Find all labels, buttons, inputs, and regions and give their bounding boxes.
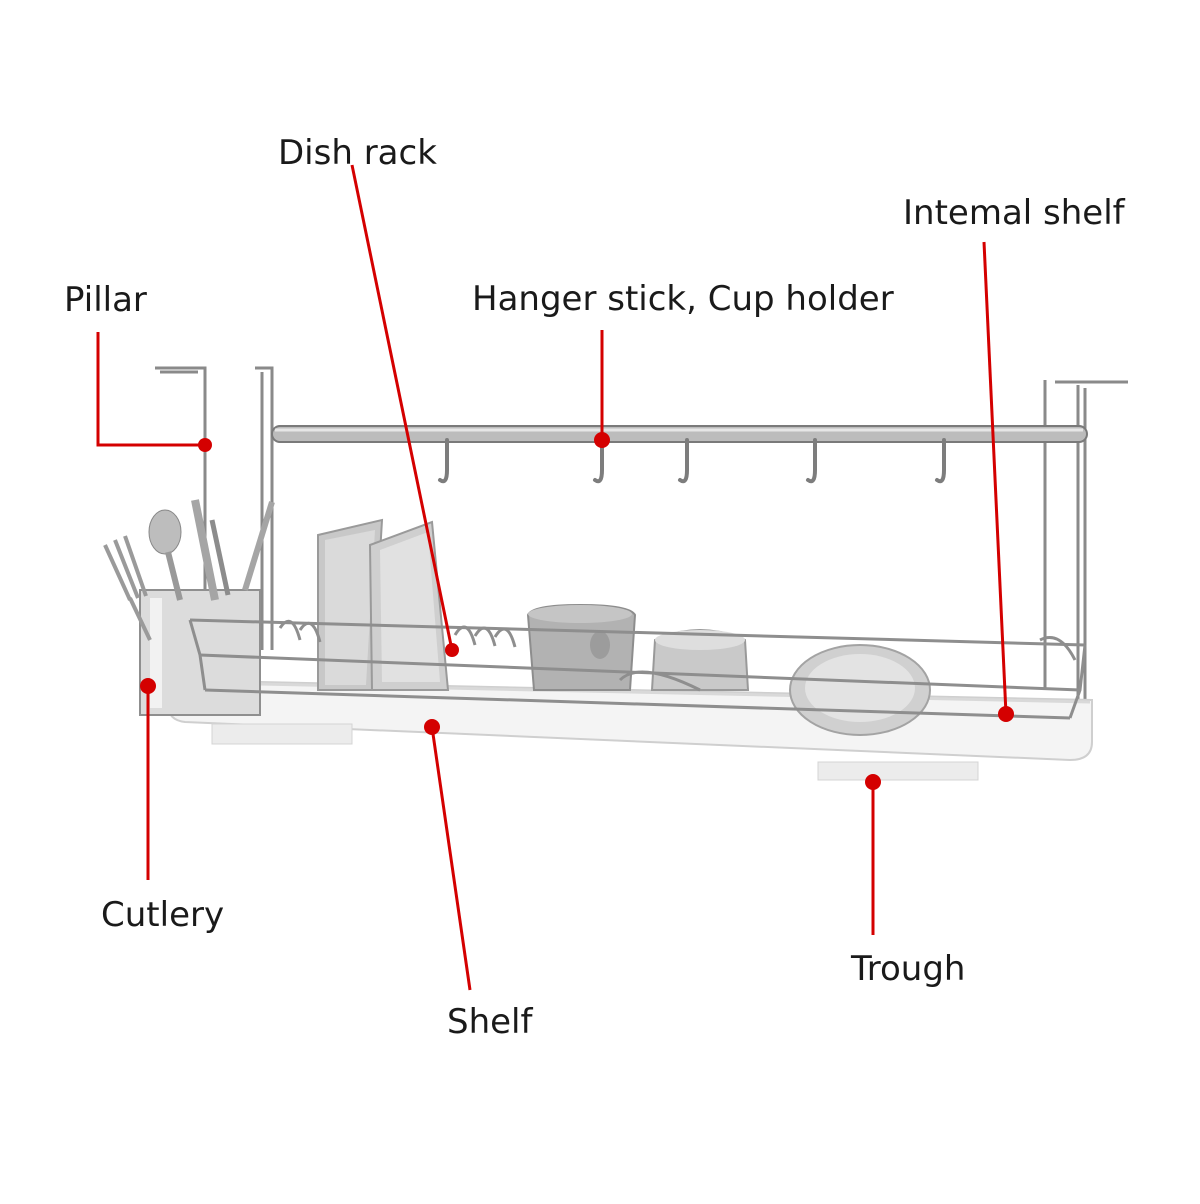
label-hanger-stick: Hanger stick, Cup holder [472, 279, 894, 319]
pillar-callout [96, 332, 212, 452]
label-shelf: Shelf [447, 1002, 533, 1042]
internal-shelf-callout [982, 241, 1014, 722]
label-cutlery: Cutlery [101, 895, 225, 935]
bowl [650, 629, 750, 691]
label-pillar: Pillar [64, 280, 147, 320]
tray [166, 678, 1093, 781]
callouts [96, 164, 1014, 991]
plates [317, 518, 450, 691]
hanger-stick-callout [594, 330, 610, 448]
label-dish-rack: Dish rack [278, 133, 437, 173]
dish-rack-callout [350, 164, 459, 657]
cup [526, 603, 637, 691]
cutlery-callout [140, 678, 156, 880]
trough-callout [865, 774, 881, 935]
cup-hooks [438, 438, 946, 484]
shelf-callout [424, 719, 472, 991]
label-trough: Trough [851, 949, 966, 989]
label-internal-shelf: Intemal shelf [903, 193, 1125, 233]
hanger-stick [271, 425, 1088, 443]
wire-rack [188, 618, 1087, 720]
rack-drawing [103, 366, 1128, 781]
large-plate [789, 644, 931, 736]
cutlery-holder [103, 499, 275, 716]
